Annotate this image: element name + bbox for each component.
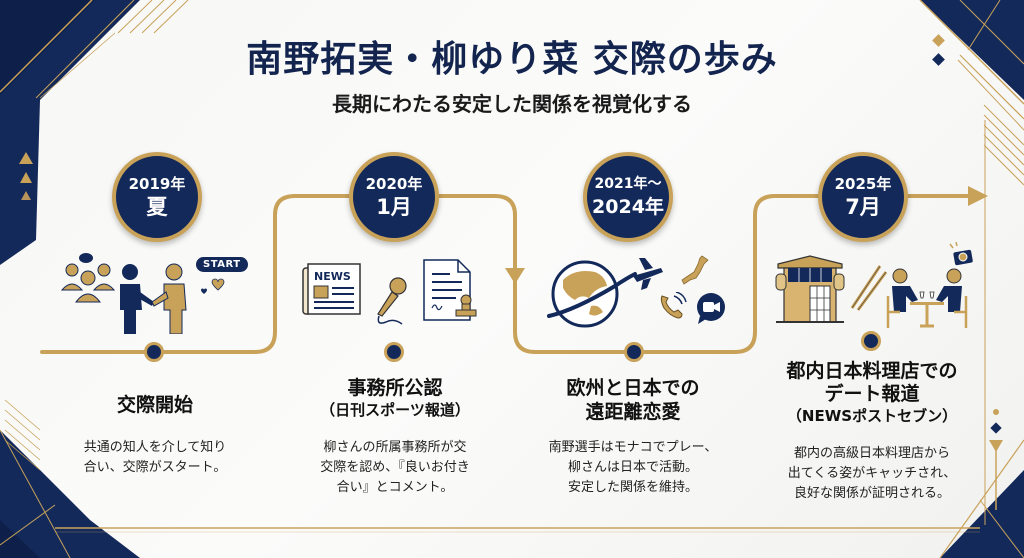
stage-4-description: 都内の高級日本料理店から 出てくる姿がキャッチされ、 良好な関係が証明される。	[754, 444, 990, 504]
stage-2-description: 柳さんの所属事務所が交 交際を認め、『良いお付き 合い』とコメント。	[280, 438, 510, 498]
timeline-node-stage-3	[624, 342, 644, 362]
stage-1-description: 共通の知人を介して知り 合い、交際がスタート。	[40, 438, 270, 478]
stage-title-text: 事務所公認	[347, 377, 443, 399]
date-year-end: 2024年	[592, 196, 664, 218]
microphone-icon	[377, 277, 407, 325]
description-line: 交際を認め、『良いお付き	[320, 460, 470, 475]
description-line: 出てくる姿がキャッチされ、	[787, 466, 957, 481]
news-label: NEWS	[314, 270, 351, 283]
date-badge-stage-2: 2020年 1月	[349, 152, 439, 242]
description-line: 安定した関係を維持。	[567, 480, 698, 495]
date-period: 夏	[146, 195, 168, 219]
date-year: 2020年	[365, 175, 423, 193]
globe-airplane-icon	[547, 258, 663, 328]
japan-map-icon	[681, 255, 709, 285]
phone-icon	[660, 292, 687, 319]
timeline-node-stage-4	[861, 331, 881, 351]
date-year: 2019年	[128, 175, 186, 193]
stage-source: （NEWSポストセブン）	[786, 407, 958, 425]
stage-title-line-2: 遠距離恋愛	[585, 401, 681, 423]
description-line: 合い、交際がスタート。	[83, 460, 227, 475]
date-period: 7月	[845, 195, 881, 219]
page-title: 南野拓実・柳ゆり菜 交際の歩み	[246, 39, 778, 80]
description-line: 柳さんの所属事務所が交	[323, 440, 467, 455]
date-year: 2025年	[834, 175, 892, 193]
date-badge-stage-4: 2025年 7月	[818, 152, 908, 242]
video-call-icon	[697, 293, 725, 324]
date-year-start: 2021年〜	[594, 176, 662, 192]
stage-1-title: 交際開始	[40, 393, 270, 417]
description-line: 南野選手はモナコでプレー、	[548, 440, 718, 455]
stage-title-line-2: デート報道	[824, 383, 920, 405]
stage-title-line-1: 欧州と日本での	[566, 377, 700, 399]
date-period: 1月	[376, 195, 412, 219]
start-speech-bubble: START	[196, 257, 248, 272]
description-line: 柳さんは日本で活動。	[567, 460, 698, 475]
timeline-node-stage-1	[144, 342, 164, 362]
date-badge-stage-1: 2019年 夏	[112, 152, 202, 242]
stage-title-text: 交際開始	[116, 394, 193, 416]
newspaper-icon: NEWS	[302, 263, 361, 315]
stage-title-line-1: 都内日本料理店での	[786, 360, 958, 382]
date-badge-stage-3: 2021年〜 2024年	[583, 152, 673, 242]
document-stamp-icon	[423, 259, 477, 321]
description-line: 共通の知人を介して知り	[83, 440, 227, 455]
timeline-node-stage-2	[384, 342, 404, 362]
description-line: 良好な関係が証明される。	[793, 486, 950, 501]
page-subtitle: 長期にわたる安定した関係を視覚化する	[332, 92, 692, 116]
japanese-restaurant-icon	[775, 255, 845, 323]
couple-dining-icon	[886, 268, 968, 328]
stage-4-title: 都内日本料理店での デート報道 （NEWSポストセブン）	[754, 360, 990, 426]
stage-2-title: 事務所公認 （日刊スポーツ報道）	[280, 376, 510, 420]
stage-3-title: 欧州と日本での 遠距離恋愛	[518, 376, 748, 424]
camera-icon	[949, 241, 973, 266]
heart-icon	[201, 278, 225, 294]
stage-source: （日刊スポーツ報道）	[320, 401, 470, 419]
stage-3-description: 南野選手はモナコでプレー、 柳さんは日本で活動。 安定した関係を維持。	[518, 438, 748, 498]
description-line: 合い』とコメント。	[336, 480, 454, 495]
chopsticks-icon	[850, 265, 888, 311]
handshake-icon	[120, 263, 187, 334]
friends-group-icon	[60, 253, 116, 303]
description-line: 都内の高級日本料理店から	[793, 446, 950, 461]
